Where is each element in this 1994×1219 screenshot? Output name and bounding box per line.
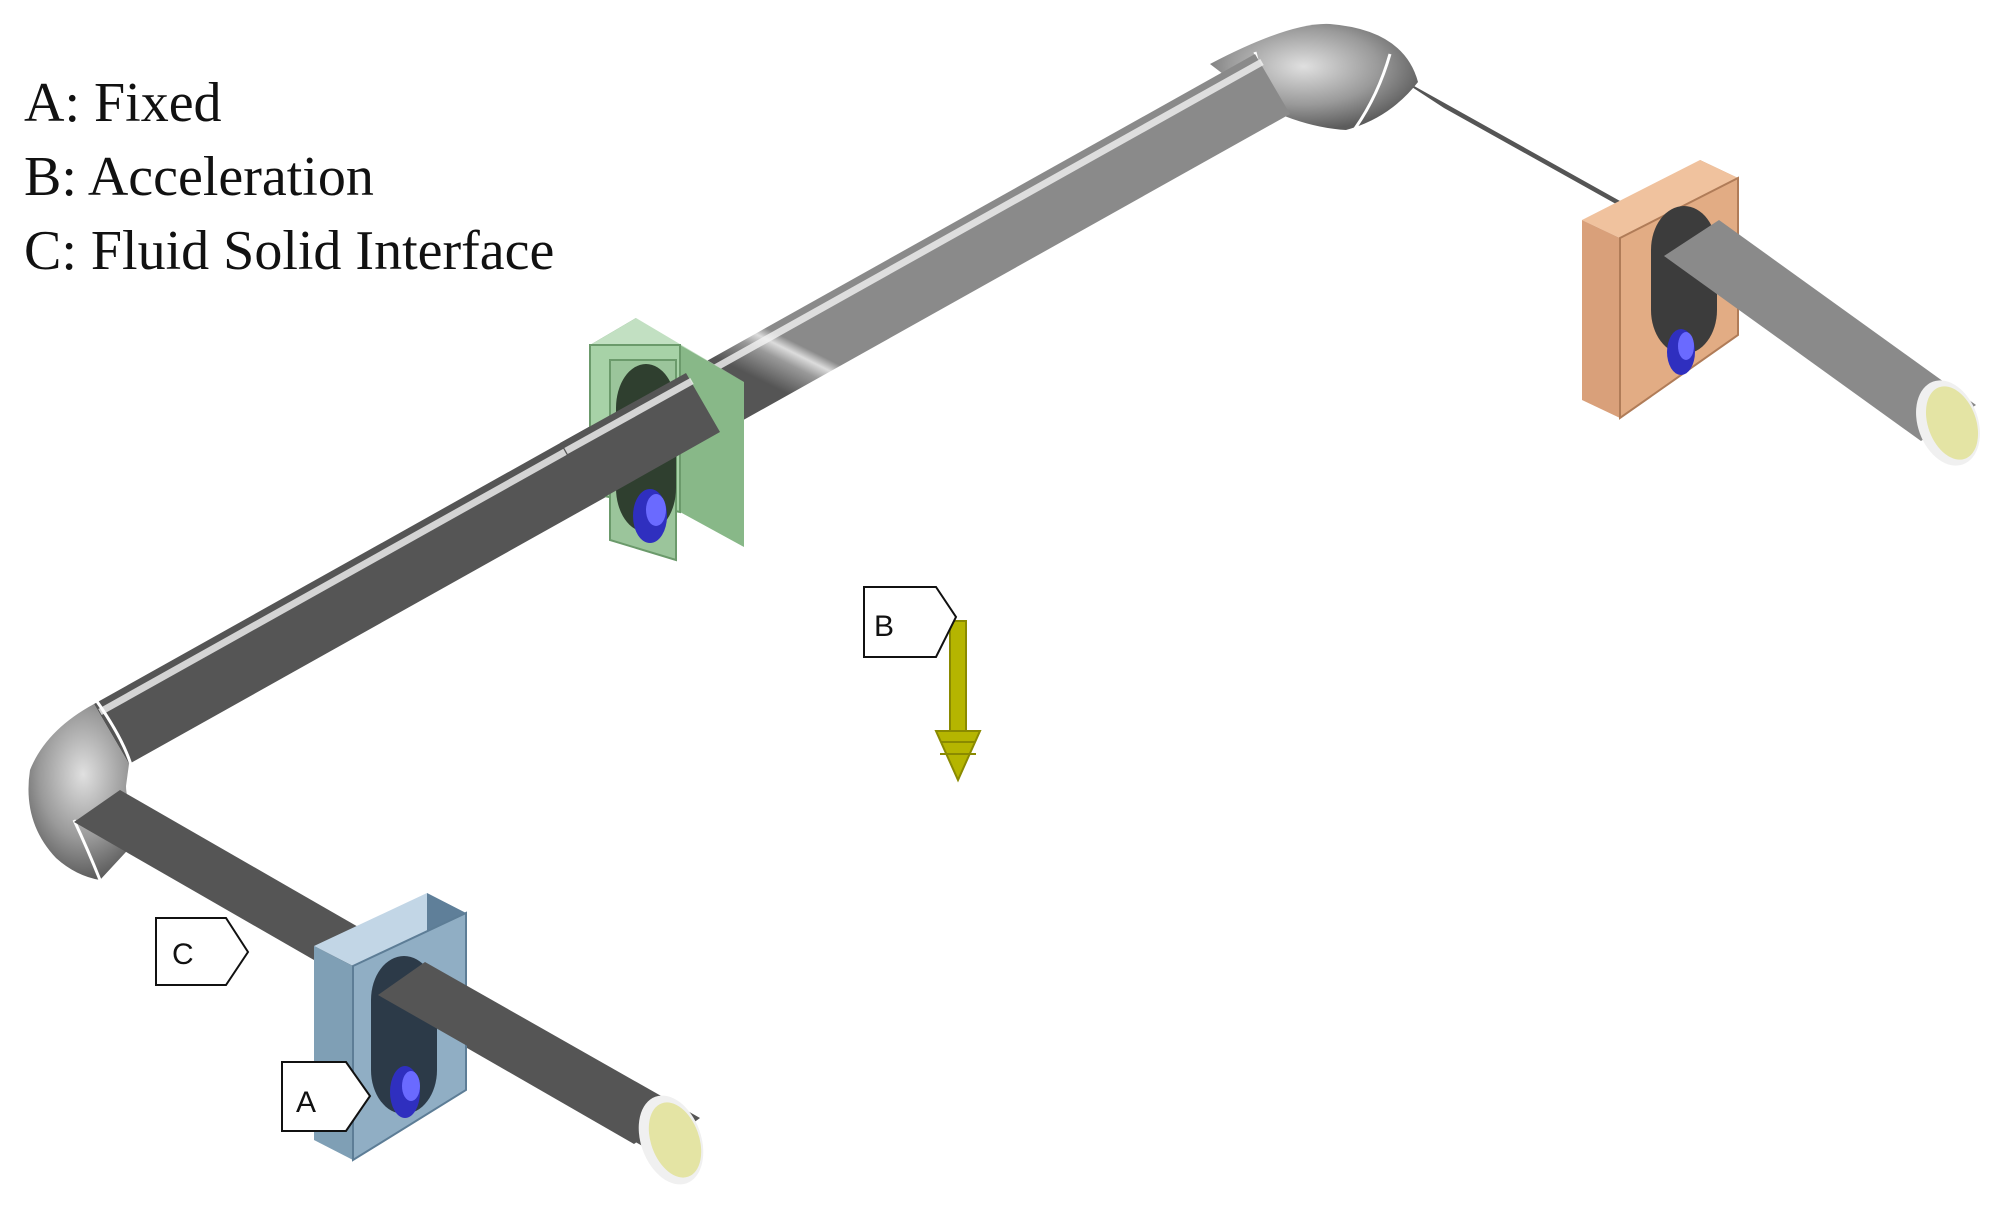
acceleration-arrow <box>934 620 982 783</box>
pipe-opening-right <box>1925 386 1979 460</box>
callout-a: A <box>281 1061 372 1132</box>
callout-b: B <box>863 586 958 658</box>
boundary-condition-legend: A: Fixed B: Acceleration C: Fluid Solid … <box>24 66 554 288</box>
callout-c-label: C <box>172 938 194 971</box>
callout-c: C <box>155 917 250 986</box>
legend-item-fluid-solid-interface: C: Fluid Solid Interface <box>24 220 555 282</box>
legend-item-fixed: A: Fixed <box>24 72 222 134</box>
callout-b-label: B <box>874 610 894 643</box>
pipe-opening-front <box>648 1102 702 1178</box>
legend-item-acceleration: B: Acceleration <box>24 146 374 208</box>
callout-a-label: A <box>296 1086 316 1119</box>
